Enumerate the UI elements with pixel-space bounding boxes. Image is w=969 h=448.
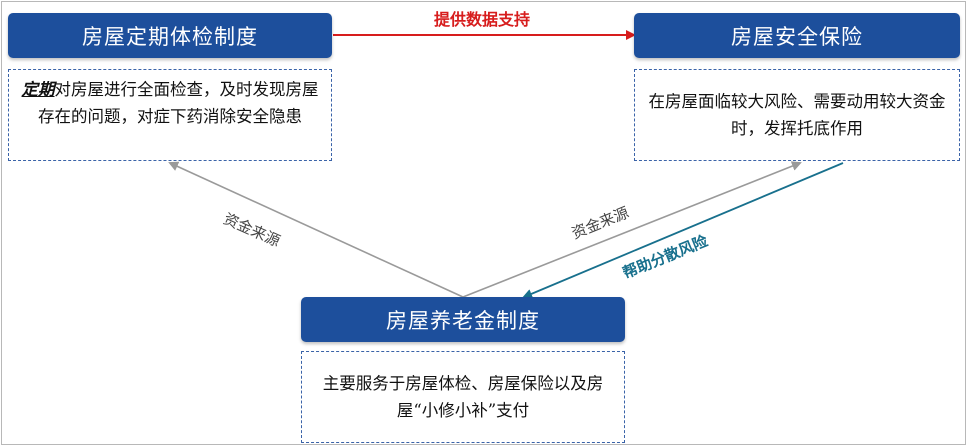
- inspection-title-box: 房屋定期体检制度: [8, 13, 332, 58]
- insurance-desc-box: 在房屋面临较大风险、需要动用较大资金时，发挥托底作用: [634, 69, 960, 161]
- spread-risk-arrow: [522, 162, 844, 299]
- pension-title: 房屋养老金制度: [386, 308, 540, 333]
- inspection-desc-text: 对房屋进行全面检查，及时发现房屋存在的问题，对症下药消除安全隐患: [38, 80, 319, 126]
- data-support-label: 提供数据支持: [434, 10, 531, 29]
- inspection-title: 房屋定期体检制度: [82, 24, 258, 49]
- insurance-desc-text: 在房屋面临较大风险、需要动用较大资金时，发挥托底作用: [648, 92, 946, 138]
- inspection-desc-emphasis: 定期: [21, 80, 55, 99]
- fund-source-left-arrow: [168, 161, 464, 298]
- inspection-desc-box: 定期对房屋进行全面检查，及时发现房屋存在的问题，对症下药消除安全隐患: [8, 69, 332, 161]
- pension-desc-text: 主要服务于房屋体检、房屋保险以及房屋“小修小补”支付: [322, 374, 604, 420]
- pension-title-box: 房屋养老金制度: [301, 297, 625, 342]
- pension-desc-box: 主要服务于房屋体检、房屋保险以及房屋“小修小补”支付: [301, 351, 625, 443]
- fund-source-right-arrow: [462, 161, 802, 298]
- insurance-title: 房屋安全保险: [731, 24, 863, 49]
- insurance-title-box: 房屋安全保险: [634, 13, 960, 58]
